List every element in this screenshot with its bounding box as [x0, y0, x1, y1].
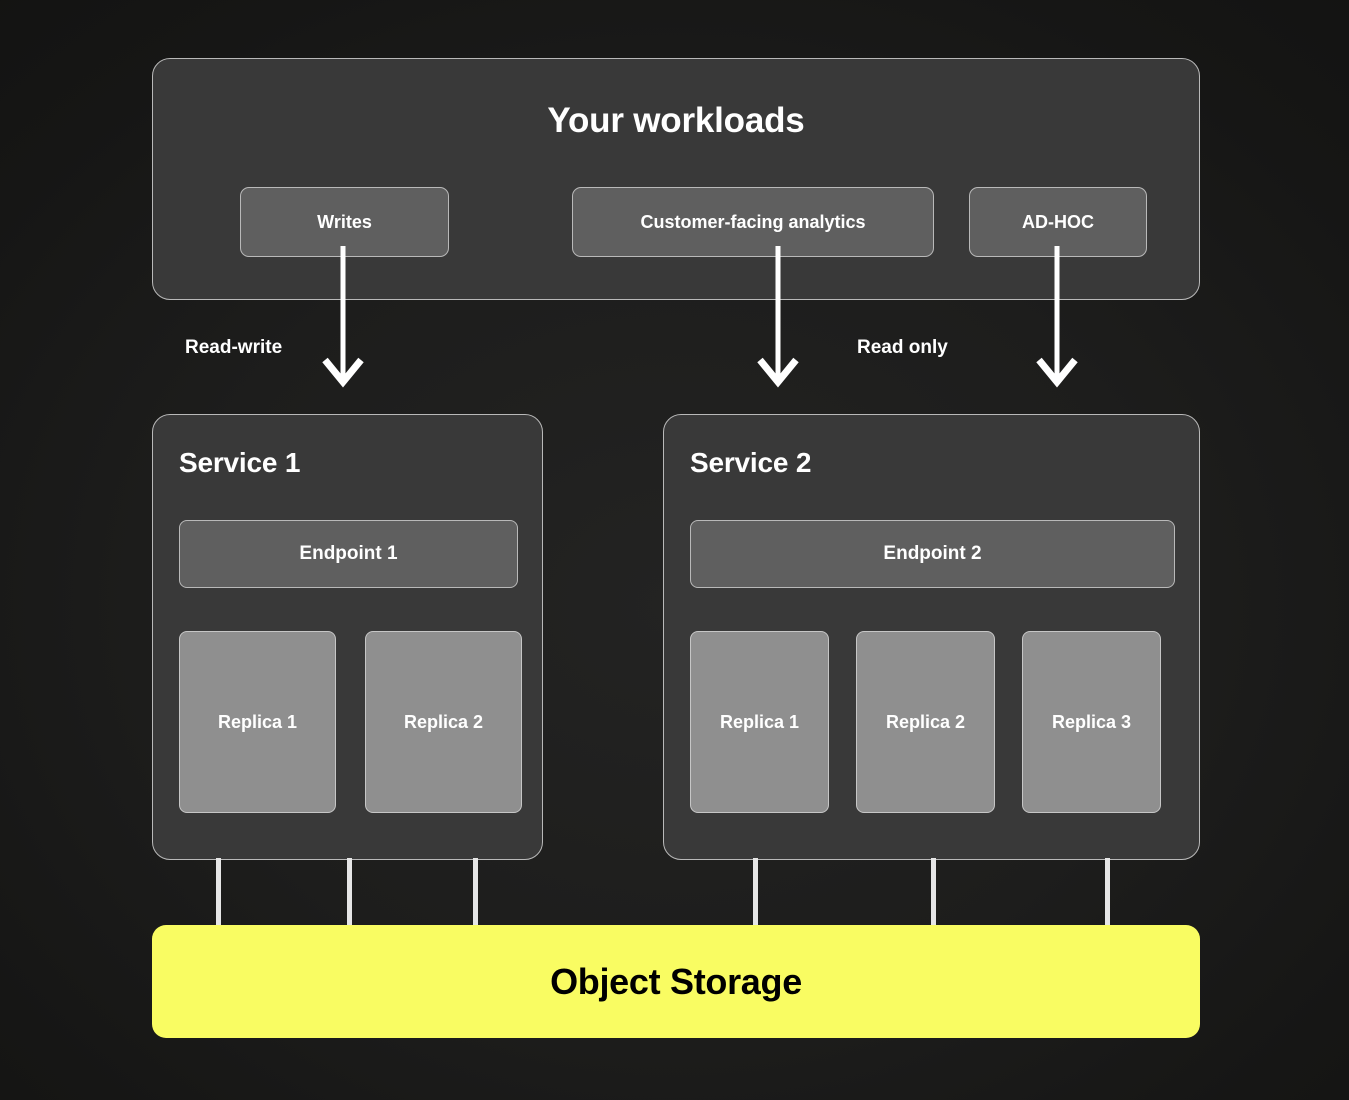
- arrow-analytics-to-service2: [757, 246, 799, 388]
- object-storage-label: Object Storage: [550, 960, 802, 1002]
- storage-connector-line: [216, 858, 221, 927]
- replica-node[interactable]: Replica 2: [856, 631, 995, 813]
- replica-label: Replica 2: [403, 711, 484, 732]
- workload-chip-customer-facing-analytics-label: Customer-facing analytics: [640, 211, 866, 232]
- replica-label: Replica 1: [217, 711, 298, 732]
- workload-chip-ad-hoc-label: AD-HOC: [1022, 211, 1094, 232]
- storage-connector-line: [473, 858, 478, 927]
- replica-label: Replica 3: [1051, 711, 1132, 732]
- service-panel-1: Service 1 Endpoint 1 Replica 1 Replica 2: [152, 414, 543, 860]
- storage-connector-line: [1105, 858, 1110, 927]
- arrow-adhoc-to-service2: [1036, 246, 1078, 388]
- storage-connector-line: [753, 858, 758, 927]
- storage-connector-line: [347, 858, 352, 927]
- replica-node[interactable]: Replica 1: [690, 631, 829, 813]
- workload-chip-ad-hoc[interactable]: AD-HOC: [969, 187, 1147, 257]
- workloads-title: Your workloads: [547, 101, 805, 140]
- workloads-panel: Your workloads Writes Customer-facing an…: [152, 58, 1200, 300]
- flow-label-read-only: Read only: [857, 337, 948, 358]
- replica-node[interactable]: Replica 2: [365, 631, 522, 813]
- endpoint-2-label: Endpoint 2: [883, 543, 982, 564]
- storage-connector-line: [931, 858, 936, 927]
- replica-label: Replica 1: [719, 711, 800, 732]
- service-title-1: Service 1: [179, 447, 301, 478]
- arrow-writes-to-service1: [322, 246, 364, 388]
- flow-label-read-write: Read-write: [185, 337, 283, 358]
- service-title-2: Service 2: [690, 447, 812, 478]
- object-storage-bar: Object Storage: [152, 925, 1200, 1038]
- replica-row-service-1: Replica 1 Replica 2: [179, 631, 522, 813]
- replica-node[interactable]: Replica 1: [179, 631, 336, 813]
- replica-row-service-2: Replica 1 Replica 2 Replica 3: [690, 631, 1161, 813]
- endpoint-2[interactable]: Endpoint 2: [690, 520, 1175, 588]
- service-panel-2: Service 2 Endpoint 2 Replica 1 Replica 2…: [663, 414, 1200, 860]
- replica-label: Replica 2: [885, 711, 966, 732]
- workload-chip-customer-facing-analytics[interactable]: Customer-facing analytics: [572, 187, 934, 257]
- endpoint-1[interactable]: Endpoint 1: [179, 520, 518, 588]
- workload-chip-writes-label: Writes: [317, 211, 372, 232]
- replica-node[interactable]: Replica 3: [1022, 631, 1161, 813]
- endpoint-1-label: Endpoint 1: [299, 543, 398, 564]
